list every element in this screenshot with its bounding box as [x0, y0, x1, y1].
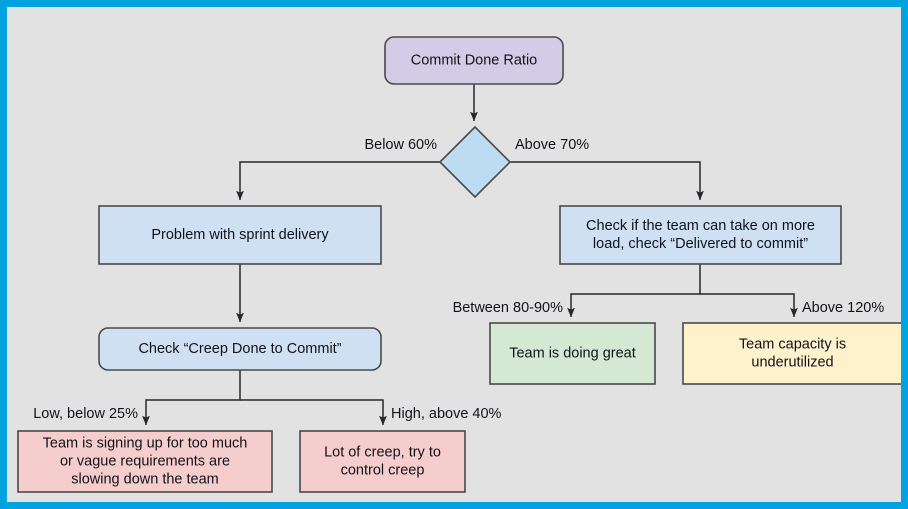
lot-of-creep-node-label: Lot of creep, try to control creep [324, 444, 441, 478]
team-doing-great-node[interactable]: Team is doing great [489, 322, 656, 385]
signing-up-too-much-node-shape [17, 430, 273, 493]
edge-label-below-60: Below 60% [364, 137, 437, 153]
lot-of-creep-node-label-line: control creep [341, 462, 425, 478]
check-team-load-node-label-line: Check if the team can take on more [586, 218, 815, 234]
lot-of-creep-node-shape [299, 430, 466, 493]
lot-of-creep-node[interactable]: Lot of creep, try to control creep [299, 430, 466, 493]
lot-of-creep-node-label-line: Lot of creep, try to [324, 444, 441, 460]
team-doing-great-node-shape [489, 322, 656, 385]
edge-labels-group: Below 60% Above 70% Between 80-90% Above 12… [33, 137, 884, 422]
team-capacity-underutilized-node-label: Team capacity is underutilized [739, 336, 846, 370]
check-team-load-node-label-line: load, check “Delivered to commit” [593, 236, 808, 252]
check-creep-done-node-shape [98, 327, 382, 371]
edge-check-team-split-yellow [700, 293, 798, 318]
edge-creep-split-right [240, 399, 387, 426]
signing-up-too-much-node-label-line: slowing down the team [71, 471, 219, 487]
signing-up-too-much-node-label-line: or vague requirements are [60, 453, 230, 469]
commit-done-ratio-node-label: Commit Done Ratio [411, 52, 538, 68]
check-team-load-node-label: Check if the team can take on more load, … [586, 218, 815, 252]
edges-group [142, 84, 798, 426]
check-creep-done-node-label-line: Check “Creep Done to Commit” [138, 341, 341, 357]
check-creep-done-node-label: Check “Creep Done to Commit” [138, 341, 341, 357]
edge-label-between-80-90: Between 80-90% [453, 300, 564, 316]
signing-up-too-much-node-label: Team is signing up for too much or vague … [43, 435, 248, 487]
check-team-load-node[interactable]: Check if the team can take on more load, … [559, 205, 842, 265]
team-capacity-underutilized-node-label-line: Team capacity is [739, 336, 846, 352]
check-creep-done-node[interactable]: Check “Creep Done to Commit” [98, 327, 382, 371]
commit-done-ratio-node[interactable]: Commit Done Ratio [384, 36, 564, 85]
edge-label-high-above-40: High, above 40% [391, 406, 502, 422]
problem-sprint-delivery-node-label-line: Problem with sprint delivery [151, 227, 329, 243]
team-doing-great-node-label-line: Team is doing great [509, 345, 636, 361]
problem-sprint-delivery-node-shape [98, 205, 382, 265]
edge-check-team-split-green [567, 264, 701, 318]
signing-up-too-much-node-label-line: Team is signing up for too much [43, 435, 248, 451]
check-team-load-node-shape [559, 205, 842, 265]
decision-diamond[interactable] [438, 125, 512, 199]
edge-decision-to-problem [236, 161, 441, 201]
edge-creep-split-left [142, 370, 241, 426]
signing-up-too-much-node[interactable]: Team is signing up for too much or vague … [17, 430, 273, 493]
decision-diamond-shape [438, 125, 512, 199]
edge-label-above-120: Above 120% [802, 300, 884, 316]
edge-label-low-below-25: Low, below 25% [33, 406, 138, 422]
team-capacity-underutilized-node-shape [682, 322, 901, 385]
edge-decision-to-check-team [510, 161, 704, 201]
team-capacity-underutilized-node[interactable]: Team capacity is underutilized [682, 322, 902, 385]
commit-done-ratio-node-label-line: Commit Done Ratio [411, 52, 538, 68]
problem-sprint-delivery-node-label: Problem with sprint delivery [151, 227, 329, 243]
team-doing-great-node-label: Team is doing great [509, 345, 636, 361]
commit-done-ratio-node-shape [384, 36, 564, 85]
team-capacity-underutilized-node-label-line: underutilized [751, 354, 833, 370]
edge-label-above-70: Above 70% [515, 137, 589, 153]
problem-sprint-delivery-node[interactable]: Problem with sprint delivery [98, 205, 382, 265]
